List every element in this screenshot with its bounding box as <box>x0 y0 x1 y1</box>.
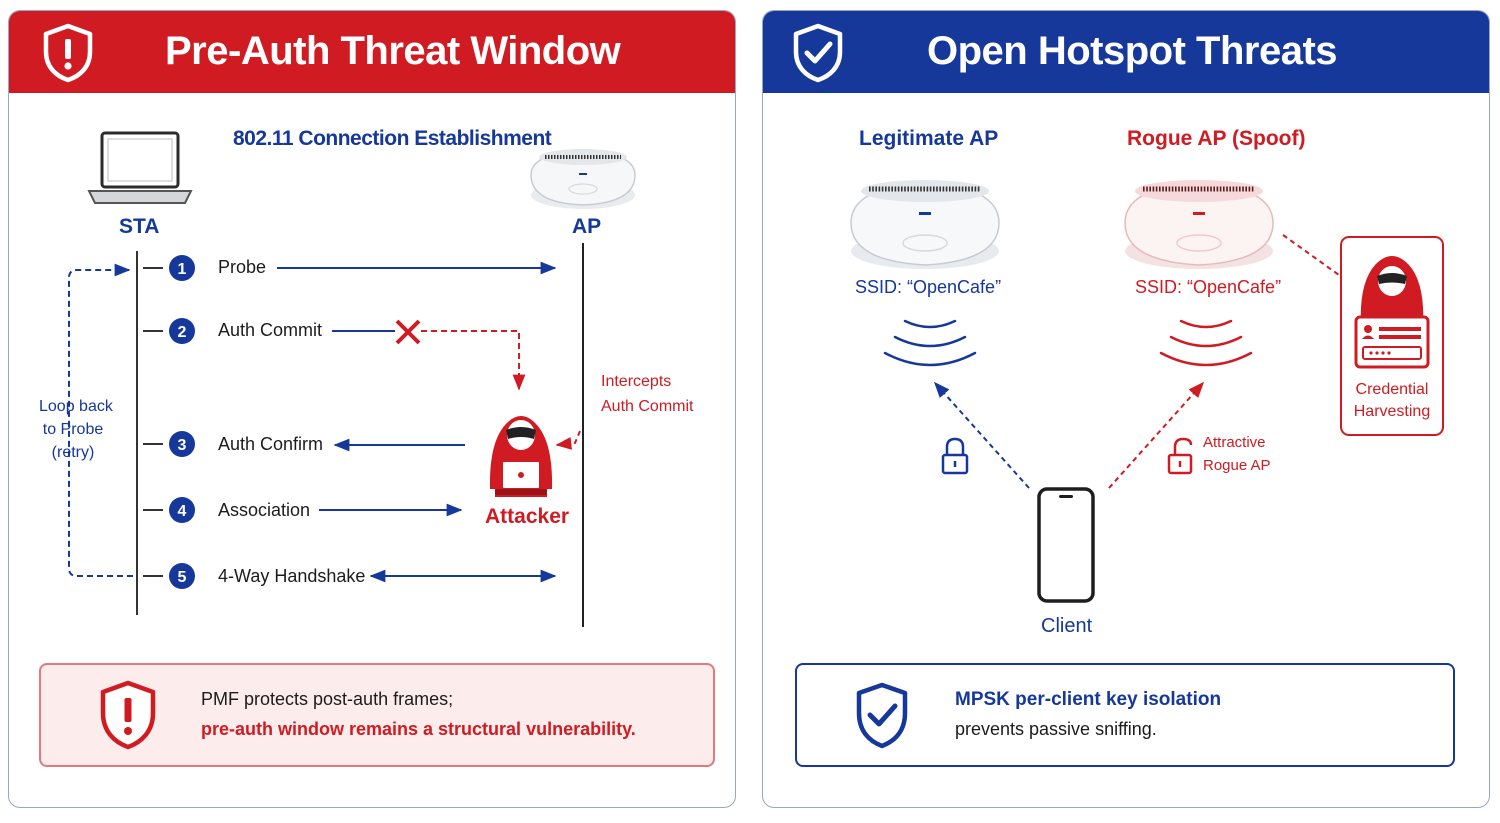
rogue-ap-label: Rogue AP (Spoof) <box>1127 127 1306 150</box>
callout-line2: pre-auth window remains a structural vul… <box>201 719 636 739</box>
loop-back-label: Loop back to Probe (retry) <box>39 398 113 461</box>
wifi-signal-icon <box>1159 319 1253 367</box>
unlocked-lock-icon <box>1167 437 1193 475</box>
step-number <box>169 255 195 589</box>
callout-line2: prevents passive sniffing. <box>955 719 1157 739</box>
smartphone-icon <box>1037 487 1095 603</box>
step-number-3: 3 <box>178 437 187 454</box>
step-label-association: Association <box>218 500 311 520</box>
lock-icon <box>941 437 969 475</box>
rogue-connection-arrow <box>1108 381 1205 489</box>
hacker-icon <box>1354 256 1430 369</box>
wifi-signal-icon <box>883 319 977 367</box>
intercept-label: Intercepts Auth Commit <box>601 373 694 415</box>
diagram-subtitle: 802.11 Connection Establishment <box>233 127 552 150</box>
pre-auth-header: Pre-Auth Threat Window <box>9 11 735 93</box>
hotspot-diagram <box>850 180 1444 603</box>
legit-connection-arrow <box>933 381 1030 489</box>
intercept-arrow <box>555 430 581 450</box>
access-point-icon <box>530 149 636 209</box>
panel-title: Pre-Auth Threat Window <box>165 29 621 73</box>
mpsk-callout: MPSK per-client key isolation prevents p… <box>795 663 1455 767</box>
laptop-icon <box>87 131 193 204</box>
shield-check-icon <box>856 682 908 749</box>
pmf-callout: PMF protects post-auth frames; pre-auth … <box>39 663 715 767</box>
step-number-1: 1 <box>178 261 187 278</box>
ap-label: AP <box>572 215 602 238</box>
sequence-diagram: 1 2 3 4 5 <box>68 131 636 627</box>
step-number-5: 5 <box>178 569 187 586</box>
credential-harvesting-label: Credential Harvesting <box>1353 381 1431 420</box>
redirect-arrow <box>421 330 526 391</box>
callout-line1: PMF protects post-auth frames; <box>201 689 454 709</box>
rogue-ap-icon <box>1124 180 1274 269</box>
step-label-handshake: 4-Way Handshake <box>218 566 366 586</box>
open-hotspot-header: Open Hotspot Threats <box>763 11 1489 93</box>
rogue-ssid-label: SSID: “OpenCafe” <box>1135 277 1282 297</box>
sta-label: STA <box>119 215 160 238</box>
loop-back-arrow <box>68 263 133 577</box>
panel-title: Open Hotspot Threats <box>927 29 1338 73</box>
legitimate-ap-icon <box>850 180 1000 269</box>
hacker-icon <box>489 416 553 497</box>
step-number-4: 4 <box>178 503 187 520</box>
shield-exclamation-icon <box>100 680 156 750</box>
client-label: Client <box>1041 615 1093 637</box>
blocked-x-icon <box>395 319 421 345</box>
step-label-auth-commit: Auth Commit <box>218 320 323 340</box>
shield-check-icon <box>793 23 843 83</box>
step-label-auth-confirm: Auth Confirm <box>218 434 324 454</box>
attractive-rogue-label: Attractive Rogue AP <box>1203 434 1271 474</box>
open-hotspot-panel: Open Hotspot Threats <box>762 10 1490 808</box>
pre-auth-panel: Pre-Auth Threat Window <box>8 10 736 808</box>
step-number-2: 2 <box>178 324 187 341</box>
legitimate-ap-label: Legitimate AP <box>859 127 999 150</box>
shield-exclamation-icon <box>43 23 93 83</box>
callout-line1: MPSK per-client key isolation <box>955 689 1222 710</box>
step-label-probe: Probe <box>218 257 267 277</box>
legit-ssid-label: SSID: “OpenCafe” <box>855 277 1002 297</box>
harvest-link <box>1282 234 1340 276</box>
attacker-label: Attacker <box>485 505 570 528</box>
